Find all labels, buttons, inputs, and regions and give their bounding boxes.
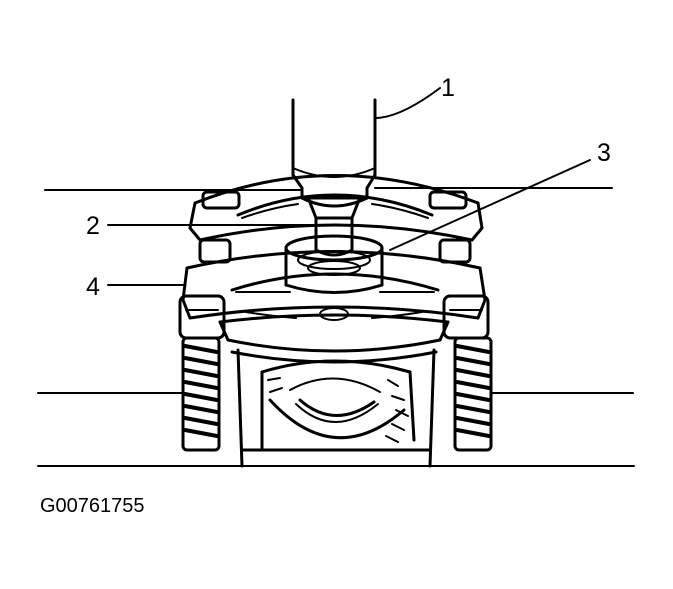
callout-1-label: 1 <box>441 74 455 102</box>
figure-code: G00761755 <box>40 495 145 517</box>
gear-housing <box>236 348 436 468</box>
background-lines <box>37 187 635 467</box>
illustration <box>37 87 635 468</box>
leader-lines <box>107 87 591 286</box>
callout-2-label: 2 <box>86 212 100 240</box>
clamp-blocks <box>178 294 490 340</box>
threaded-rods <box>181 336 493 452</box>
callout-3-label: 3 <box>597 139 611 167</box>
callout-4-label: 4 <box>86 273 100 301</box>
bearing <box>284 234 384 294</box>
